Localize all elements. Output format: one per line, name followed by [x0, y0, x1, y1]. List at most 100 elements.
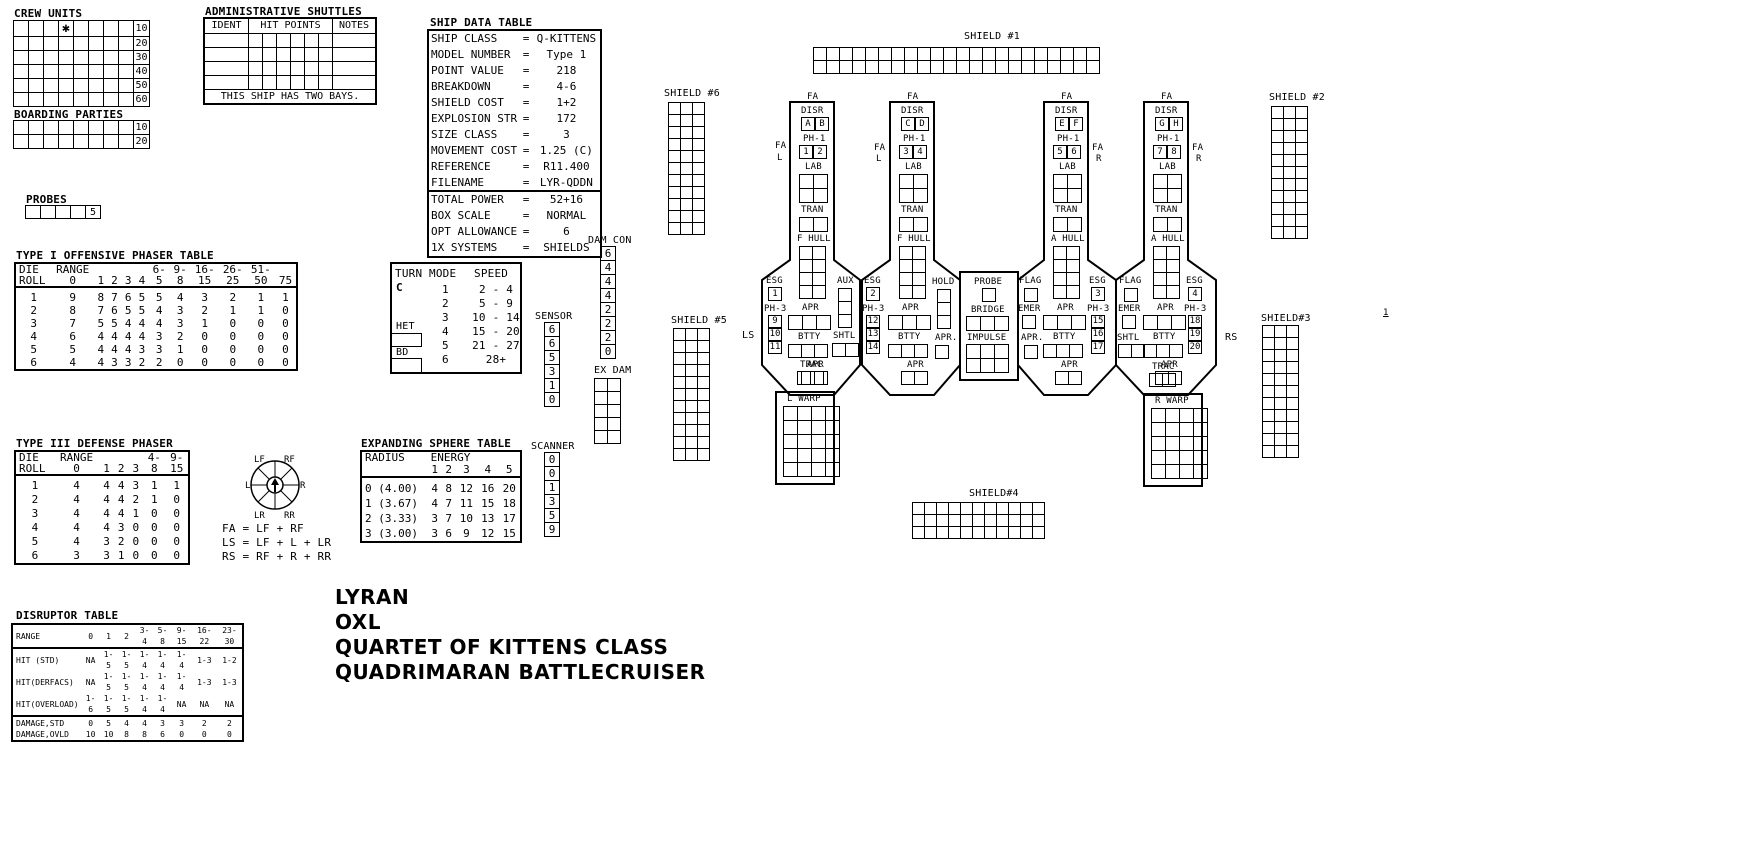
damage-box[interactable]: [1021, 60, 1035, 74]
damage-box[interactable]: [1034, 60, 1048, 74]
disruptor-box[interactable]: E: [1055, 117, 1069, 131]
crew-box[interactable]: [28, 50, 44, 65]
damage-box[interactable]: [1008, 526, 1021, 539]
damage-box[interactable]: [1286, 373, 1299, 386]
crew-box[interactable]: [28, 64, 44, 79]
hold-box[interactable]: [937, 315, 951, 329]
right-warp-box[interactable]: [1193, 436, 1208, 451]
crew-box[interactable]: [58, 78, 74, 93]
damage-box[interactable]: [1271, 130, 1284, 143]
damage-box[interactable]: [668, 138, 681, 151]
boarding-box[interactable]: [118, 134, 134, 149]
phaser3-box[interactable]: 17: [1091, 341, 1105, 354]
damage-box[interactable]: [1286, 325, 1299, 338]
damage-box[interactable]: [1283, 106, 1296, 119]
lab-box[interactable]: [899, 188, 914, 203]
damage-box[interactable]: [839, 47, 853, 61]
phaser3-box[interactable]: 18: [1188, 315, 1202, 328]
disruptor-box[interactable]: D: [915, 117, 929, 131]
shuttle-hp-box[interactable]: [277, 76, 291, 89]
damage-box[interactable]: [865, 47, 879, 61]
damage-box[interactable]: [692, 150, 705, 163]
crew-box[interactable]: [58, 36, 74, 51]
aux-box[interactable]: [838, 301, 852, 315]
damage-box[interactable]: [996, 514, 1009, 527]
hull-box[interactable]: [1053, 259, 1067, 273]
damage-box[interactable]: [1283, 202, 1296, 215]
flag-box[interactable]: [1124, 288, 1138, 302]
phaser3-box[interactable]: 13: [866, 328, 880, 341]
damcon-box[interactable]: 2: [600, 302, 616, 317]
damage-box[interactable]: [924, 514, 937, 527]
tractor-box[interactable]: [797, 371, 811, 385]
left-warp-box[interactable]: [811, 434, 826, 449]
boarding-box[interactable]: [118, 120, 134, 135]
damage-box[interactable]: [685, 328, 698, 341]
phaser3-box[interactable]: 10: [768, 328, 782, 341]
boarding-box[interactable]: [43, 120, 59, 135]
shuttle-ident-cell[interactable]: [205, 48, 249, 61]
damage-box[interactable]: [668, 102, 681, 115]
damage-box[interactable]: [697, 448, 710, 461]
damcon-box[interactable]: 0: [600, 344, 616, 359]
crew-box[interactable]: [58, 50, 74, 65]
damage-box[interactable]: [697, 352, 710, 365]
transporter-box[interactable]: [1053, 217, 1068, 232]
boarding-box[interactable]: [88, 134, 104, 149]
damage-box[interactable]: [1060, 47, 1074, 61]
damage-box[interactable]: [1271, 118, 1284, 131]
boarding-box[interactable]: [28, 120, 44, 135]
damage-box[interactable]: [1286, 421, 1299, 434]
lab-box[interactable]: [1053, 188, 1068, 203]
crew-box[interactable]: [58, 92, 74, 107]
hull-box[interactable]: [1066, 259, 1080, 273]
left-warp-box[interactable]: [797, 448, 812, 463]
damage-box[interactable]: [692, 138, 705, 151]
phaser3-box[interactable]: 20: [1188, 341, 1202, 354]
damage-box[interactable]: [1008, 514, 1021, 527]
crew-box[interactable]: [73, 20, 89, 37]
damage-box[interactable]: [1262, 349, 1275, 362]
right-warp-box[interactable]: [1179, 408, 1194, 423]
damage-box[interactable]: [680, 102, 693, 115]
damage-box[interactable]: [1295, 130, 1308, 143]
damage-box[interactable]: [956, 47, 970, 61]
damage-box[interactable]: [692, 198, 705, 211]
right-warp-box[interactable]: [1151, 450, 1166, 465]
damage-box[interactable]: [1271, 142, 1284, 155]
boarding-box[interactable]: [13, 134, 29, 149]
damage-box[interactable]: [996, 526, 1009, 539]
emergency-box[interactable]: [1122, 315, 1136, 329]
left-warp-box[interactable]: [797, 434, 812, 449]
damage-box[interactable]: [1274, 337, 1287, 350]
damage-box[interactable]: [948, 526, 961, 539]
battery-box[interactable]: [1043, 344, 1057, 358]
damage-box[interactable]: [1283, 118, 1296, 131]
right-warp-box[interactable]: [1165, 464, 1180, 479]
damage-box[interactable]: [594, 430, 608, 444]
transporter-box[interactable]: [899, 217, 914, 232]
disruptor-box[interactable]: C: [901, 117, 915, 131]
lab-box[interactable]: [1153, 174, 1168, 189]
hull-box[interactable]: [799, 246, 813, 260]
apr-box[interactable]: [802, 315, 817, 330]
phaser1-box[interactable]: 4: [913, 145, 927, 159]
crew-box[interactable]: [118, 64, 134, 79]
shuttle-hp-box[interactable]: [291, 62, 305, 75]
crew-box[interactable]: [13, 92, 29, 107]
crew-box[interactable]: [43, 36, 59, 51]
damcon-box[interactable]: 4: [600, 288, 616, 303]
damage-box[interactable]: [948, 502, 961, 515]
impulse-box[interactable]: [966, 358, 981, 373]
hull-box[interactable]: [1053, 246, 1067, 260]
battery-box[interactable]: [901, 344, 915, 358]
damage-box[interactable]: [680, 162, 693, 175]
damage-box[interactable]: [680, 186, 693, 199]
damage-box[interactable]: [692, 186, 705, 199]
damage-box[interactable]: [1020, 514, 1033, 527]
crew-box[interactable]: [73, 50, 89, 65]
crew-box[interactable]: [103, 64, 119, 79]
damage-box[interactable]: [1274, 373, 1287, 386]
damage-box[interactable]: [668, 126, 681, 139]
damage-box[interactable]: [697, 412, 710, 425]
